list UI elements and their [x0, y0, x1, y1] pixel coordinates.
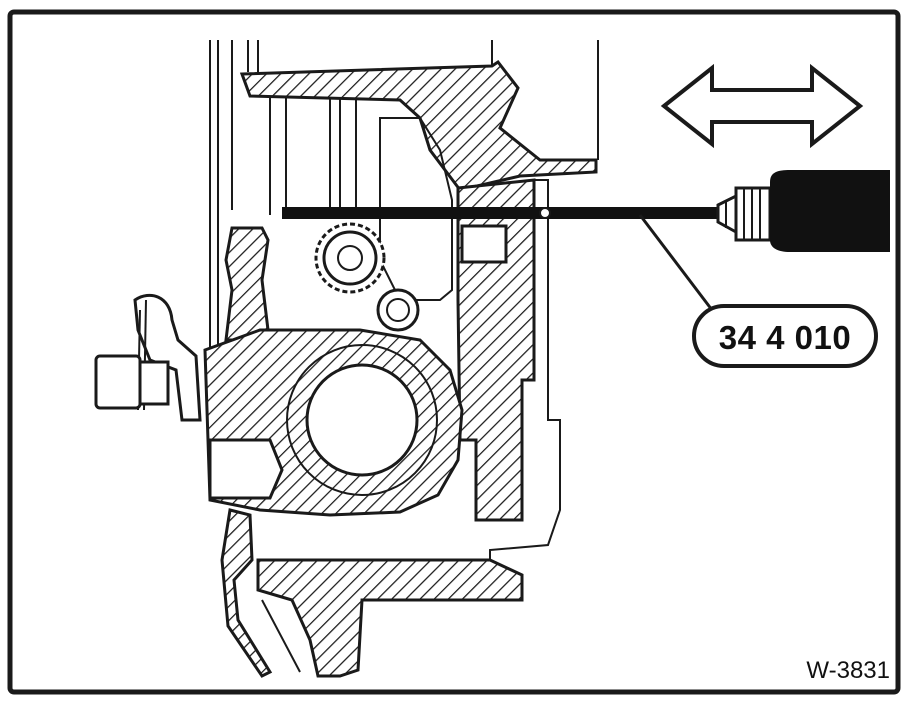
- part-number-label: 34 4 010: [719, 319, 851, 356]
- top-cap-section: [239, 59, 598, 192]
- small-ring: [376, 288, 420, 332]
- base-section: [256, 558, 524, 678]
- lower-left-casting: [220, 508, 273, 678]
- part-number-callout: 34 4 010: [692, 304, 878, 368]
- tool-shaft: [282, 207, 720, 219]
- leader-line: [638, 214, 714, 311]
- inner-cavity: [379, 117, 453, 301]
- outer-housing-line: [489, 179, 561, 600]
- gear: [314, 222, 386, 294]
- figure-code: W-3831: [806, 657, 890, 684]
- lower-insert: [208, 438, 284, 500]
- left-bracket: [224, 226, 270, 342]
- housing-outline: [209, 40, 599, 380]
- right-wall-section: [456, 178, 536, 522]
- lever-arm: [94, 294, 202, 422]
- double-headed-arrow-icon: [660, 63, 864, 149]
- shaft-bore: [305, 363, 419, 477]
- tool-pin-icon: [716, 170, 890, 252]
